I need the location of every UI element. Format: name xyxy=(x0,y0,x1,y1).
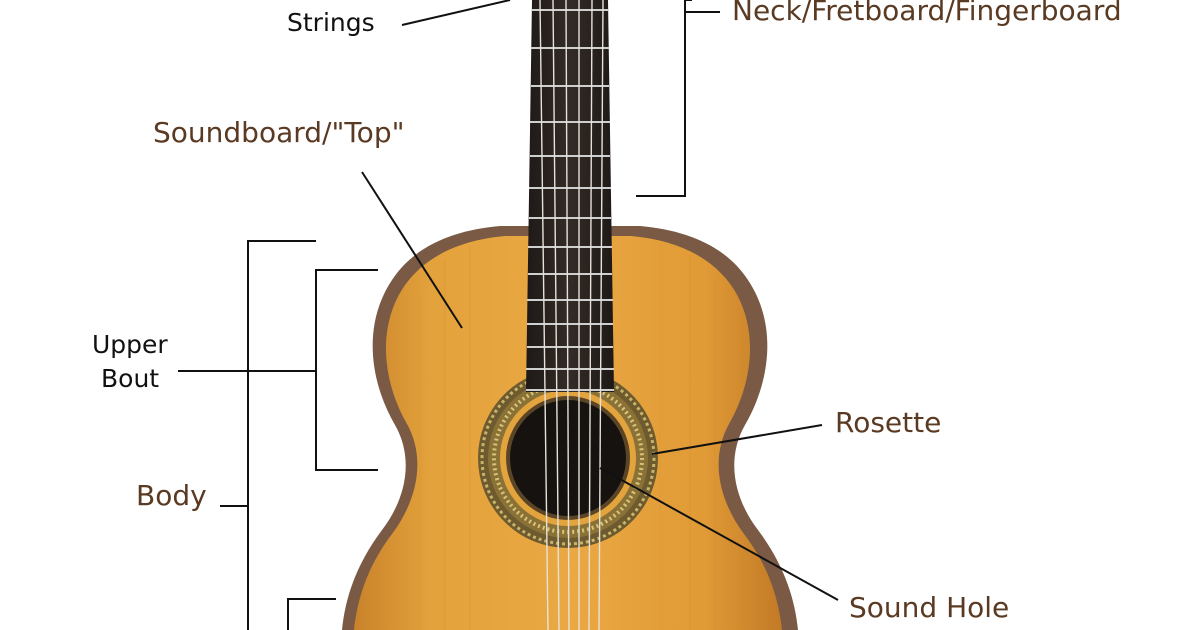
label-upper-bout-line1: Upper xyxy=(92,330,168,359)
label-sound-hole: Sound Hole xyxy=(849,591,1010,624)
leader-lines xyxy=(178,0,839,630)
wood-grain xyxy=(419,245,716,630)
neck-bracket xyxy=(636,0,692,197)
lower-bout-bracket xyxy=(287,598,336,630)
label-strings: Strings xyxy=(287,8,375,37)
soundboard-pointer-line xyxy=(361,171,463,329)
body-bracket xyxy=(247,240,316,630)
rosette-pointer-line xyxy=(651,424,823,455)
label-upper-bout-line2: Bout xyxy=(101,364,160,393)
label-neck-fretboard-fingerboard: Neck/Fretboard/Fingerboard xyxy=(732,0,1122,27)
label-soundboard-top: Soundboard/"Top" xyxy=(153,116,405,149)
label-body: Body xyxy=(136,479,207,512)
upper-bout-bracket xyxy=(315,269,378,471)
label-rosette: Rosette xyxy=(835,406,942,439)
sound-hole-pointer-line xyxy=(599,467,839,601)
strings-pointer-line xyxy=(401,0,511,26)
strings xyxy=(539,0,604,630)
